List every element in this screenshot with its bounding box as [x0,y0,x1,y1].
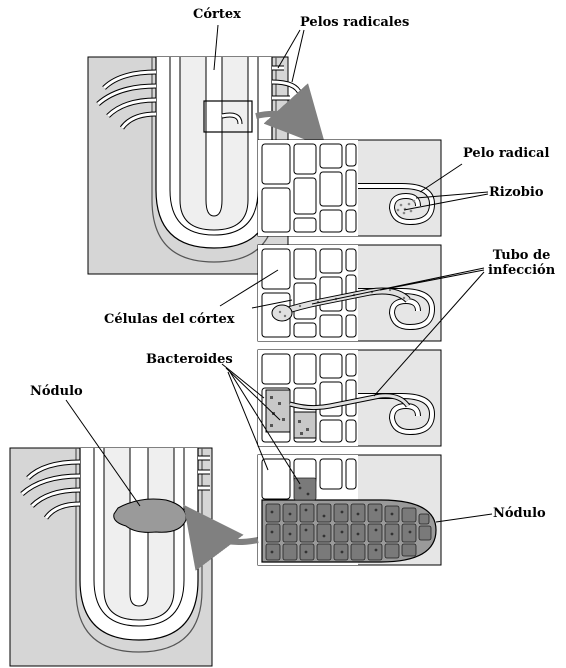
label-nodulo-left: Nódulo [30,384,83,399]
label-rizobio: Rizobio [489,185,544,200]
label-cortex: Córtex [193,7,241,22]
label-tubo-de-infeccion: Tubo de infección [488,248,555,278]
detail-panel-1 [258,140,441,236]
label-pelo-radical: Pelo radical [463,146,549,161]
label-celulas-del-cortex: Células del córtex [104,312,235,327]
detail-panel-2 [258,245,441,341]
root-panel-bottom [10,448,212,666]
label-bacteroides: Bacteroides [146,352,233,367]
detail-panel-3 [258,350,441,446]
bacteroid-cell [266,390,290,432]
label-pelos-radicales: Pelos radicales [300,15,409,30]
label-nodulo-right: Nódulo [493,506,546,521]
detail-panel-4 [258,455,441,565]
